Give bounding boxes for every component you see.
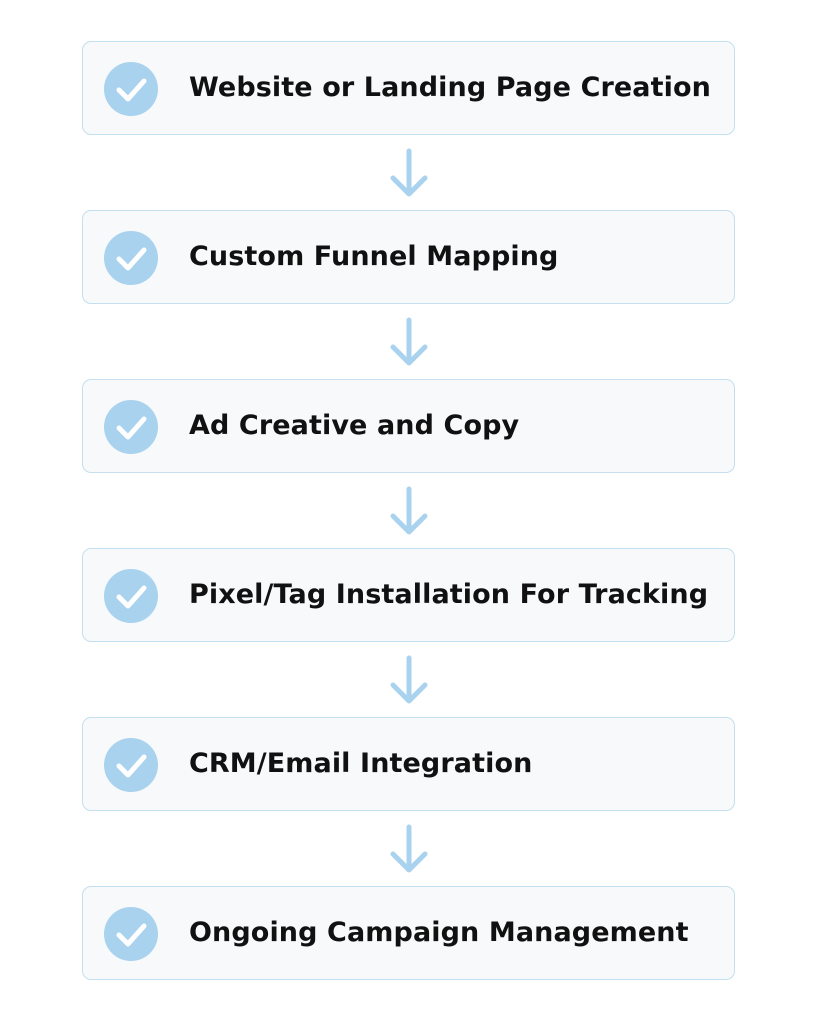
arrow-down-icon: [390, 486, 428, 535]
step-box-6: Ongoing Campaign Management: [82, 886, 735, 980]
arrow-down-icon: [390, 148, 428, 197]
step-label: Custom Funnel Mapping: [189, 241, 559, 272]
arrow-down-icon: [390, 655, 428, 704]
step-box-3: Ad Creative and Copy: [82, 379, 735, 473]
step-box-1: Website or Landing Page Creation: [82, 41, 735, 135]
step-box-4: Pixel/Tag Installation For Tracking: [82, 548, 735, 642]
step-box-5: CRM/Email Integration: [82, 717, 735, 811]
step-label: Ongoing Campaign Management: [189, 917, 689, 948]
step-label: Website or Landing Page Creation: [189, 72, 711, 103]
step-label: Ad Creative and Copy: [189, 410, 520, 441]
arrow-down-icon: [390, 824, 428, 873]
arrow-down-icon: [390, 317, 428, 366]
check-circle-icon: [104, 569, 158, 623]
check-circle-icon: [104, 400, 158, 454]
step-label: CRM/Email Integration: [189, 748, 533, 779]
check-circle-icon: [104, 907, 158, 961]
step-box-2: Custom Funnel Mapping: [82, 210, 735, 304]
check-circle-icon: [104, 738, 158, 792]
step-label: Pixel/Tag Installation For Tracking: [189, 579, 709, 610]
check-circle-icon: [104, 62, 158, 116]
check-circle-icon: [104, 231, 158, 285]
